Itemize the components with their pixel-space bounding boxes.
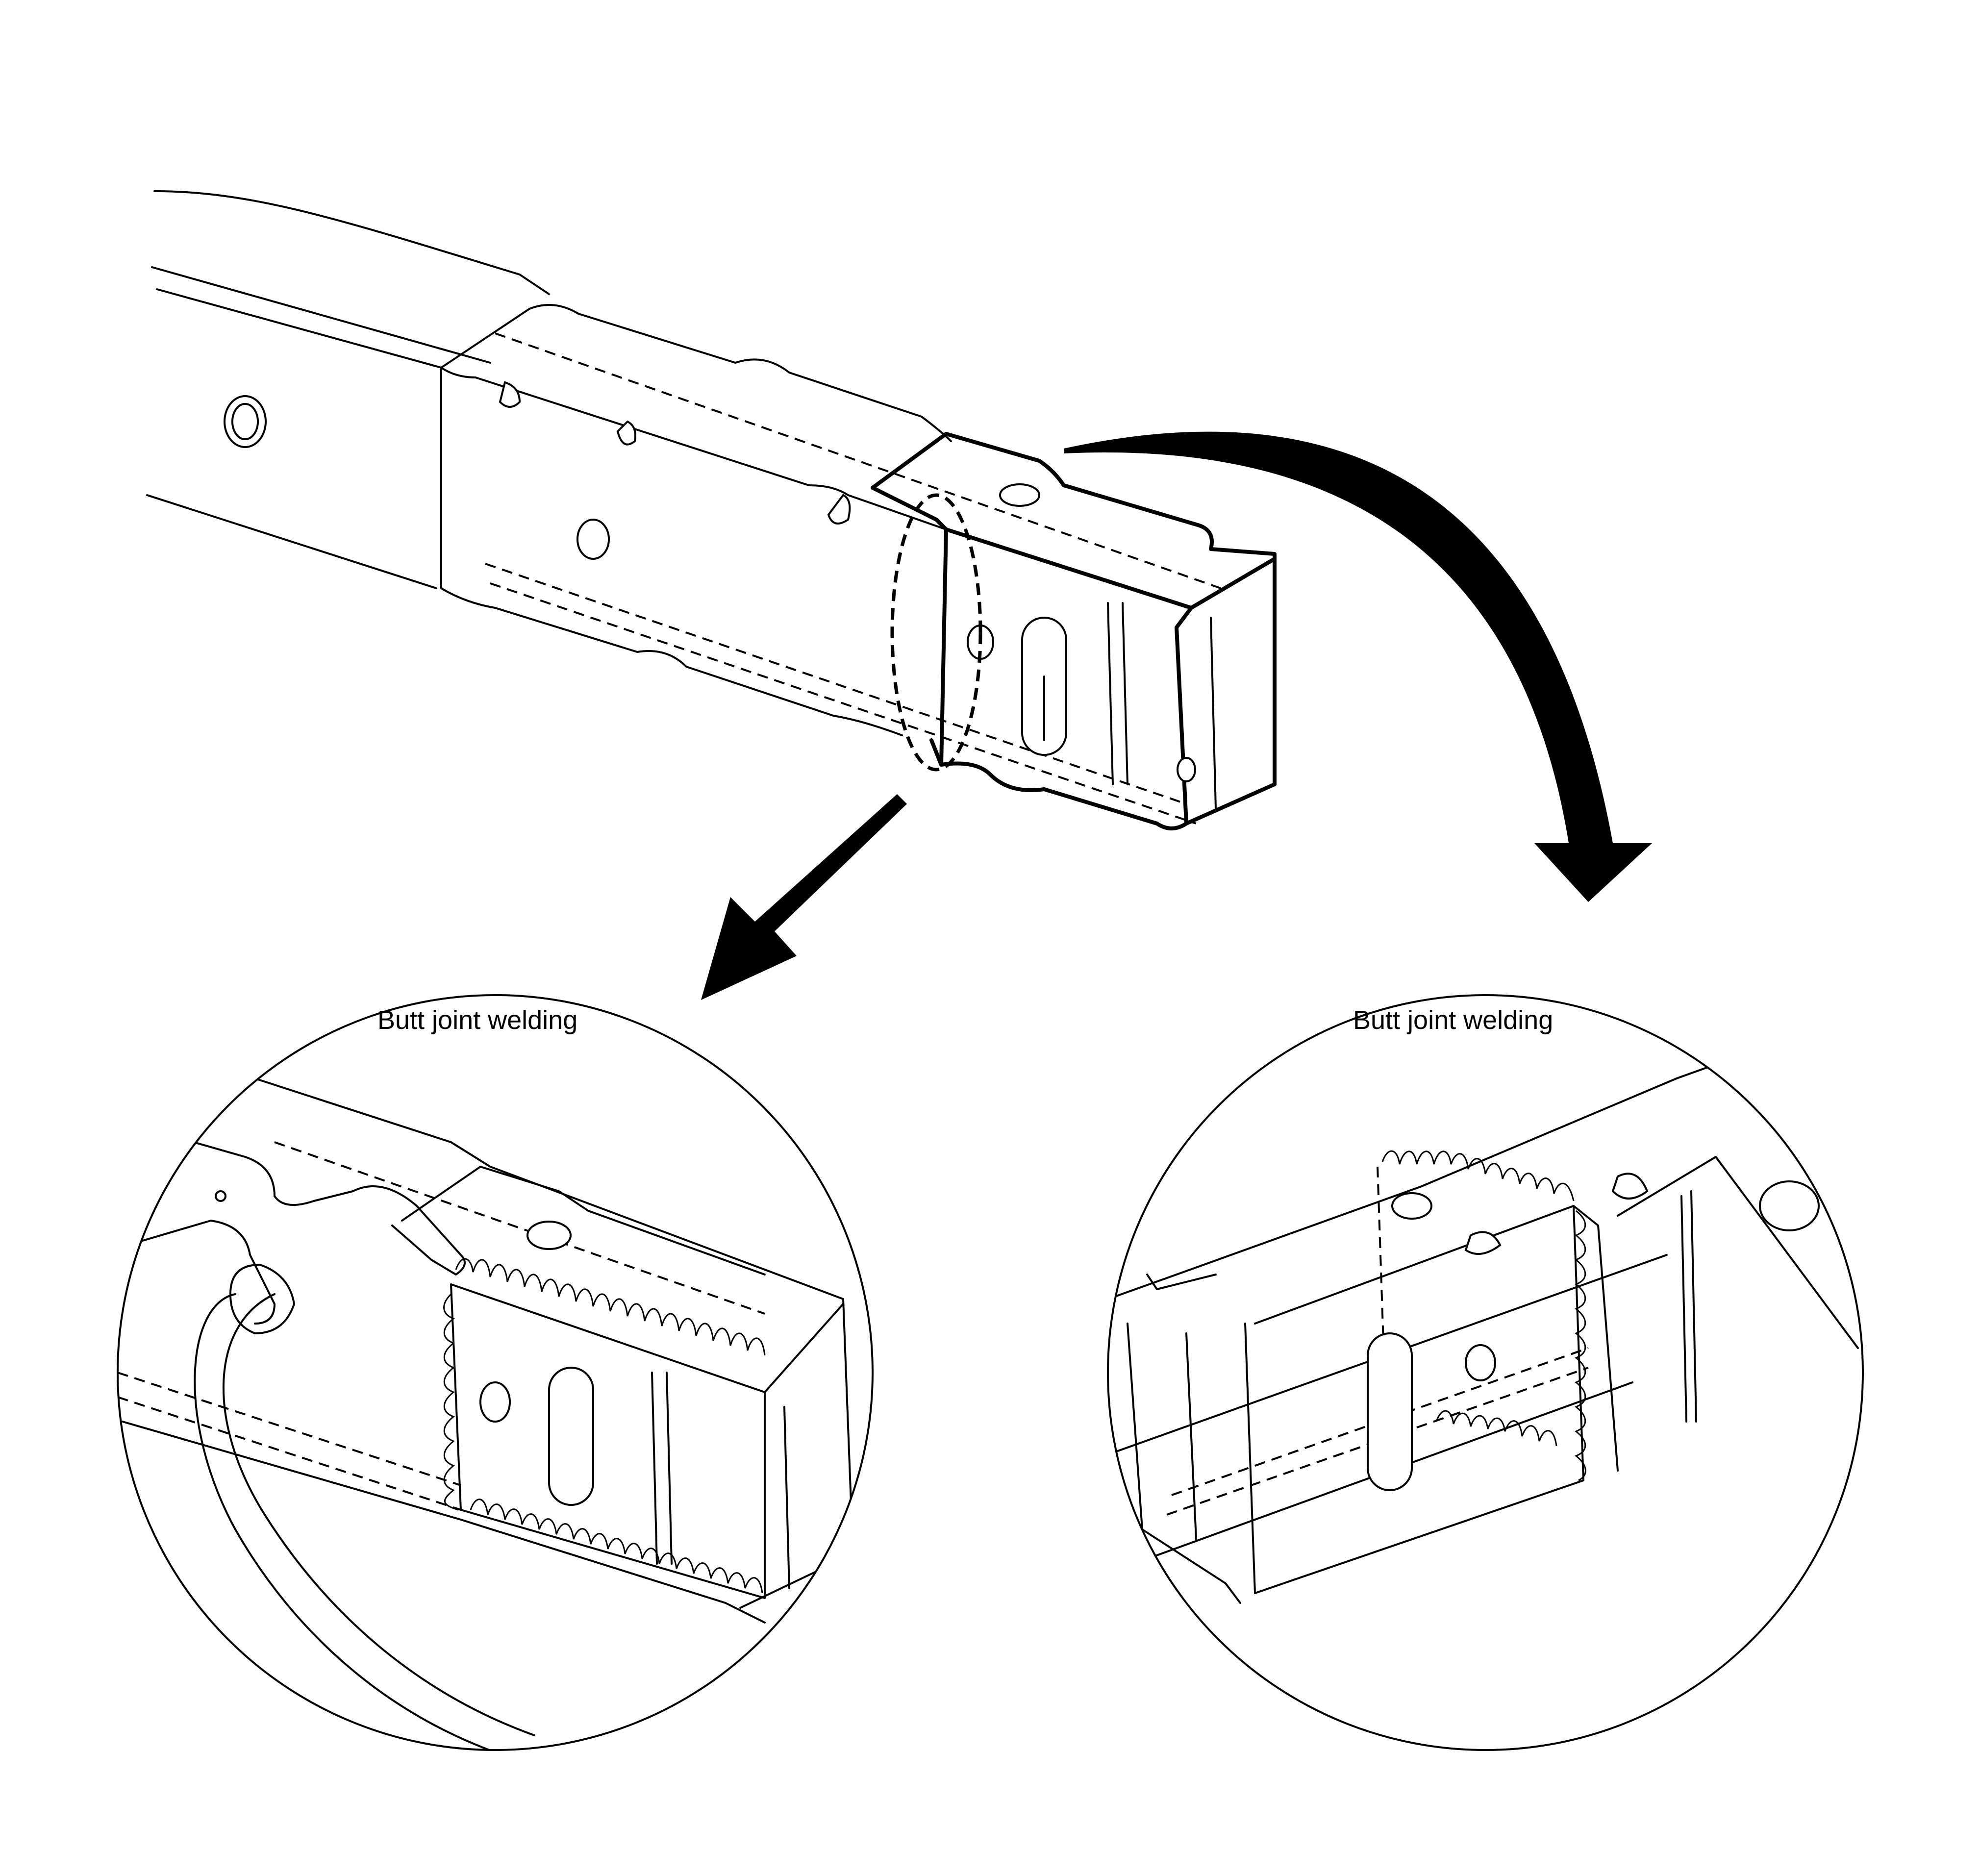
- left-detail-border: [117, 994, 874, 1751]
- frame-rail-assembly: [146, 190, 1277, 830]
- arrow-to-right-detail: [1064, 431, 1652, 902]
- arrow-to-left-detail: [701, 794, 907, 1000]
- right-detail-label: Butt joint welding: [1353, 1005, 1554, 1035]
- right-detail-border: [1107, 994, 1864, 1751]
- right-detail-circle: [1107, 994, 1864, 1751]
- weld-bead-side: [443, 1293, 459, 1511]
- weld-bead-top: [455, 1258, 766, 1356]
- left-detail-label: Butt joint welding: [377, 1005, 578, 1035]
- original-rail: [146, 190, 550, 589]
- reinforcement-box: [440, 304, 1221, 825]
- welding-torch: [126, 1136, 535, 1750]
- replacement-section: [871, 432, 1277, 830]
- weld-area-callout: [890, 493, 982, 772]
- weld-bead-bottom: [470, 1499, 763, 1594]
- left-detail-circle: [117, 994, 874, 1751]
